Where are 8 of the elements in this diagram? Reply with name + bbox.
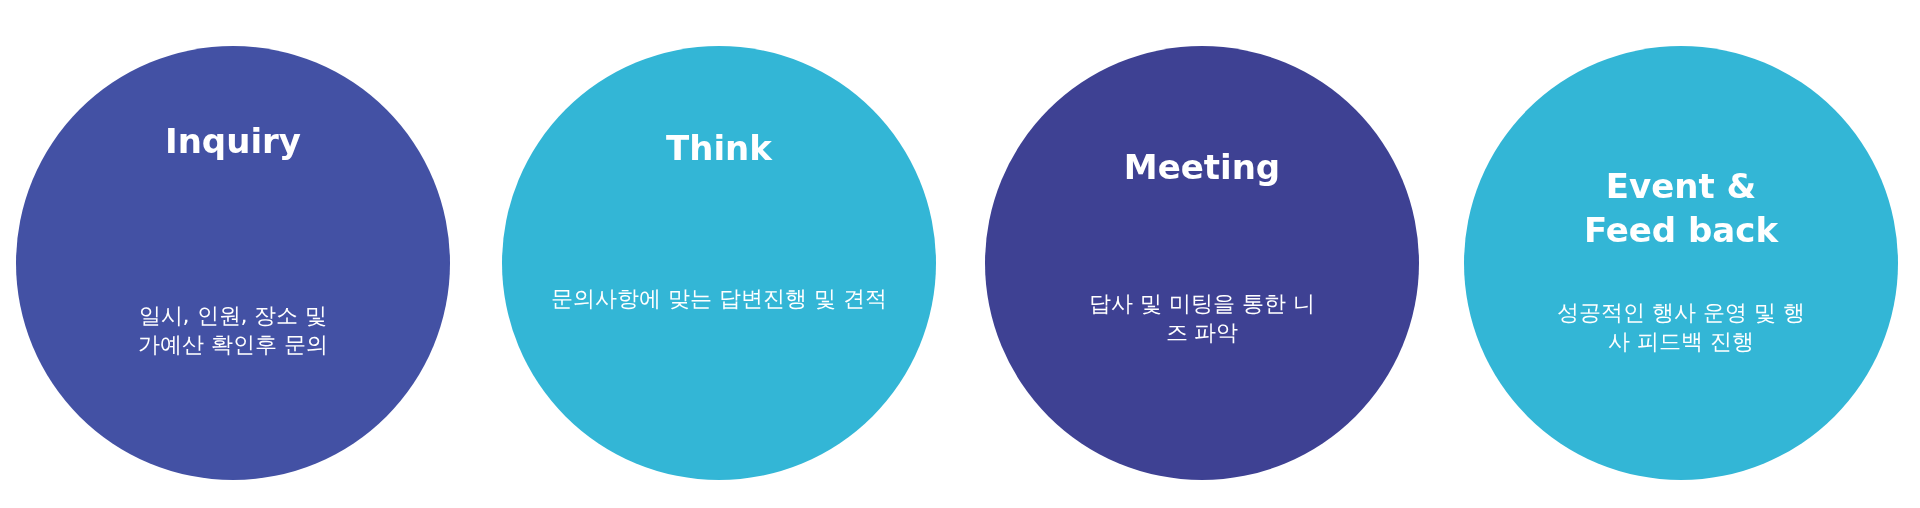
step-description: 문의사항에 맞는 답변진행 및 견적 (550, 284, 888, 313)
step-title: Event & Feed back (1582, 165, 1780, 252)
step-title: Inquiry (164, 120, 302, 163)
step-title: Meeting (1122, 146, 1282, 189)
step-title: Think (665, 127, 773, 170)
step-description: 일시, 인원, 장소 및 가예산 확인후 문의 (138, 302, 328, 359)
step-description: 답사 및 미팅을 통한 니즈 파악 (1088, 290, 1316, 347)
step-description: 성공적인 행사 운영 및 행사 피드백 진행 (1556, 299, 1806, 356)
